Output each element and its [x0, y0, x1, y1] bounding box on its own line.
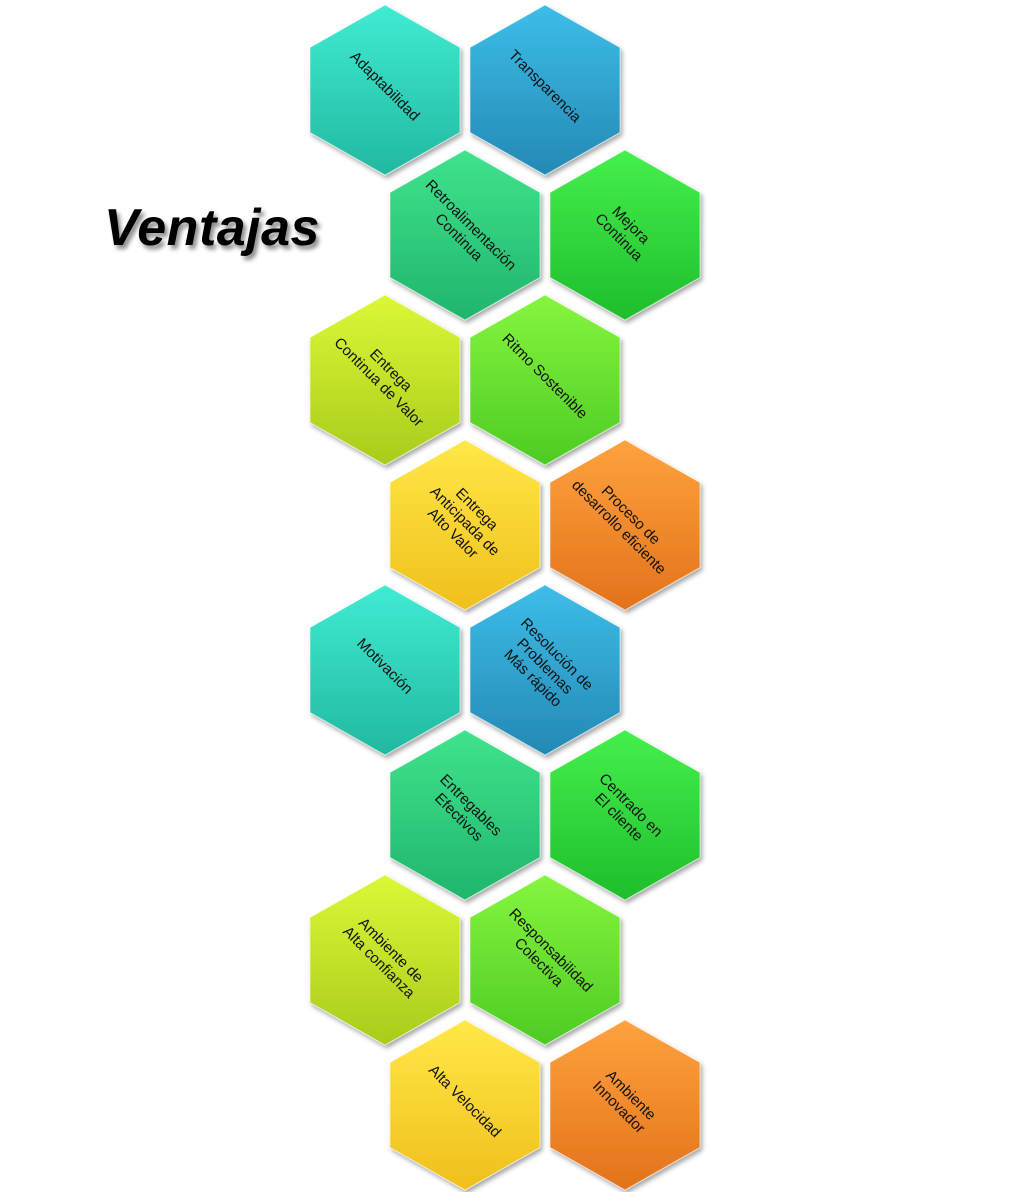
hexagon-shape [309, 874, 461, 1046]
hexagon-motivacion: Motivación [309, 584, 461, 756]
page-title: Ventajas [104, 199, 320, 257]
hexagon-ritmo-sostenible: Ritmo Sostenible [469, 294, 621, 466]
hexagon-shape [469, 294, 621, 466]
hexagon-entrega-anticipada-de-alto-valor: EntregaAnticipada deAlto Valor [389, 439, 541, 611]
hexagon-proceso-de-desarrollo-eficiente: Proceso dedesarrollo eficiente [549, 439, 701, 611]
hexagon-shape [389, 439, 541, 611]
hexagon-shape [309, 584, 461, 756]
hexagon-shape [549, 1019, 701, 1191]
hexagon-ambiente-de-alta-confianza: Ambiente deAlta confianza [309, 874, 461, 1046]
hexagon-shape [389, 729, 541, 901]
hexagon-shape [389, 149, 541, 321]
hexagon-entrega-continua-de-valor: EntregaContinua de Valor [309, 294, 461, 466]
hexagon-resolucion-de-problemas-mas-rapido: Resolución deProblemasMás rápido [469, 584, 621, 756]
hexagon-centrado-en-el-cliente: Centrado enEl cliente [549, 729, 701, 901]
hexagon-shape [549, 439, 701, 611]
hexagon-shape [469, 584, 621, 756]
hexagon-shape [549, 729, 701, 901]
hexagon-alta-velocidad: Alta Velocidad [389, 1019, 541, 1191]
hexagon-shape [469, 4, 621, 176]
hexagon-shape [389, 1019, 541, 1191]
hexagon-shape [549, 149, 701, 321]
hexagon-shape [309, 4, 461, 176]
hexagon-mejora-continua: MejoraContinua [549, 149, 701, 321]
hexagon-responsabilidad-colectiva: ResponsabilidadColectiva [469, 874, 621, 1046]
hexagon-shape [469, 874, 621, 1046]
hexagon-transparencia: Transparencia [469, 4, 621, 176]
hexagon-shape [309, 294, 461, 466]
hexagon-retroalimentacion-continua: RetroalimentaciónContinua [389, 149, 541, 321]
hexagon-ambiente-innovador: AmbienteInnovador [549, 1019, 701, 1191]
hexagon-entregables-efectivos: EntregablesEfectivos [389, 729, 541, 901]
hexagon-adaptabilidad: Adaptabilidad [309, 4, 461, 176]
